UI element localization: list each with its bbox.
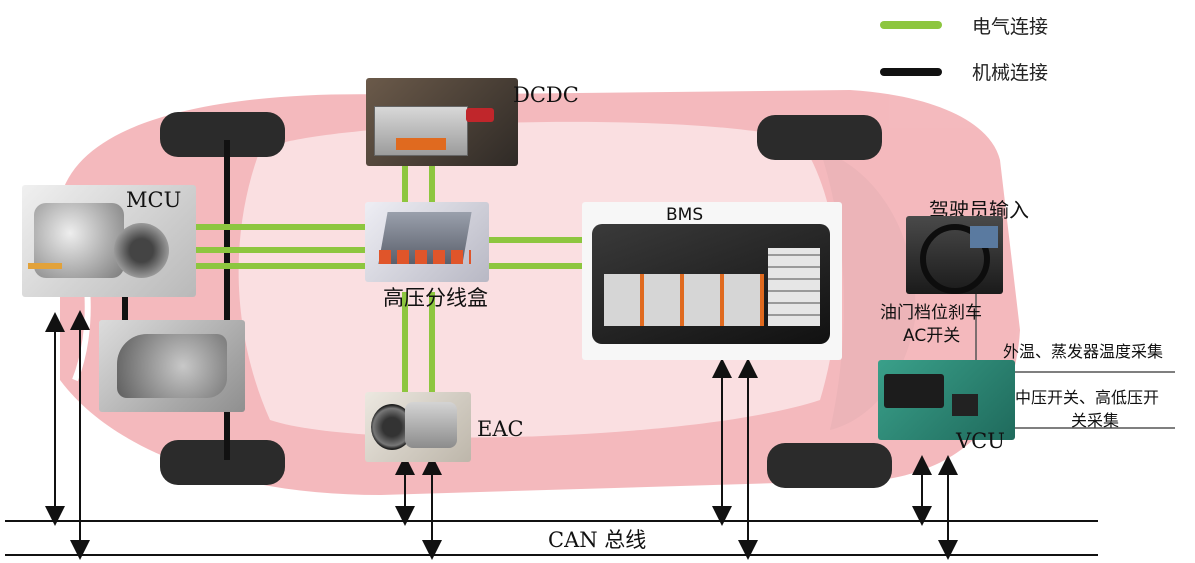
pedals-signal-line2: AC开关 bbox=[903, 326, 961, 346]
bms-label: BMS bbox=[666, 205, 704, 225]
temp-signal-label: 外温、蒸发器温度采集 bbox=[1003, 342, 1164, 361]
bms-stack-shape bbox=[768, 248, 820, 326]
eac-body-shape bbox=[405, 402, 457, 448]
gearbox-housing-shape bbox=[117, 334, 227, 398]
eac-label: EAC bbox=[477, 417, 524, 441]
switch-signal-line1: 中压开关、高低压开 bbox=[1015, 388, 1160, 407]
mcu-label: MCU bbox=[126, 188, 182, 212]
vcu-connector-shape bbox=[884, 374, 944, 408]
mcu-image bbox=[22, 185, 196, 297]
mcu-pipe-shape bbox=[28, 263, 62, 269]
dashboard-image bbox=[906, 216, 1003, 294]
steering-wheel-shape bbox=[920, 224, 990, 294]
pdu-label: 高压分线盒 bbox=[383, 286, 488, 310]
legend-mechanical-label: 机械连接 bbox=[972, 62, 1049, 84]
pdu-image bbox=[365, 202, 489, 282]
pdu-connectors-shape bbox=[379, 250, 471, 264]
vcu-chip-shape bbox=[952, 394, 978, 416]
pedals-signal-line1: 油门档位刹车 bbox=[880, 303, 982, 323]
wheel-rear-left bbox=[160, 440, 285, 485]
switch-signal-line2: 关采集 bbox=[1071, 411, 1120, 430]
bms-image bbox=[582, 202, 842, 360]
dash-screen-shape bbox=[970, 226, 998, 248]
vcu-label: VCU bbox=[956, 429, 1005, 453]
legend-electrical-label: 电气连接 bbox=[972, 16, 1049, 38]
wheel-front-right bbox=[757, 115, 882, 160]
can-bus-label: CAN 总线 bbox=[544, 524, 651, 554]
dcdc-image bbox=[366, 78, 518, 166]
dcdc-red-cable-shape bbox=[466, 108, 494, 122]
wheel-rear-right bbox=[767, 443, 892, 488]
gearbox-image bbox=[99, 320, 245, 412]
wheel-front-left bbox=[160, 112, 285, 157]
legend-mechanical-swatch bbox=[880, 68, 942, 76]
bms-modules-shape bbox=[604, 274, 764, 326]
mcu-gear-shape bbox=[114, 223, 169, 278]
legend-electrical-swatch bbox=[880, 21, 942, 29]
vcu-image bbox=[878, 360, 1015, 440]
dcdc-connector-shape bbox=[396, 138, 446, 150]
dcdc-label: DCDC bbox=[513, 83, 579, 107]
legend: 电气连接 机械连接 bbox=[880, 10, 1100, 85]
eac-image bbox=[365, 392, 471, 462]
